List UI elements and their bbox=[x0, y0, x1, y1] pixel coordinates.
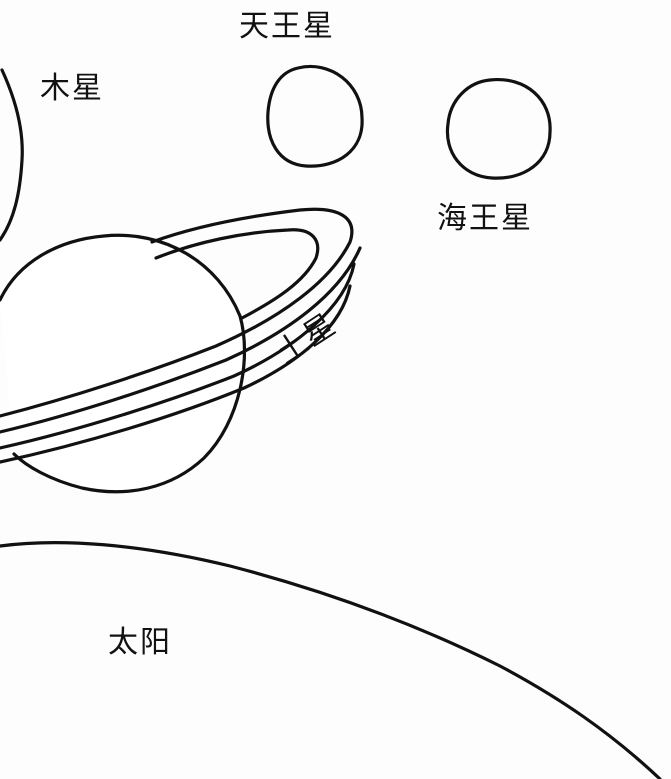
sun-label: 太阳 bbox=[108, 625, 172, 660]
saturn-ring-outer-inner-edge bbox=[0, 246, 362, 434]
uranus-outline bbox=[266, 64, 364, 168]
saturn-ring-inner-back-2 bbox=[0, 284, 352, 464]
neptune-outline bbox=[445, 77, 552, 180]
saturn-body-outline bbox=[0, 233, 247, 494]
jupiter-outline bbox=[0, 68, 24, 242]
saturn-ring-outer bbox=[0, 207, 354, 418]
saturn-ring-inner bbox=[0, 262, 356, 450]
neptune-label: 海王星 bbox=[437, 201, 533, 236]
saturn-ring-inner-back bbox=[154, 228, 320, 320]
sun-outline bbox=[0, 541, 662, 779]
uranus-label: 天王星 bbox=[239, 9, 335, 44]
jupiter-label: 木星 bbox=[40, 71, 104, 106]
